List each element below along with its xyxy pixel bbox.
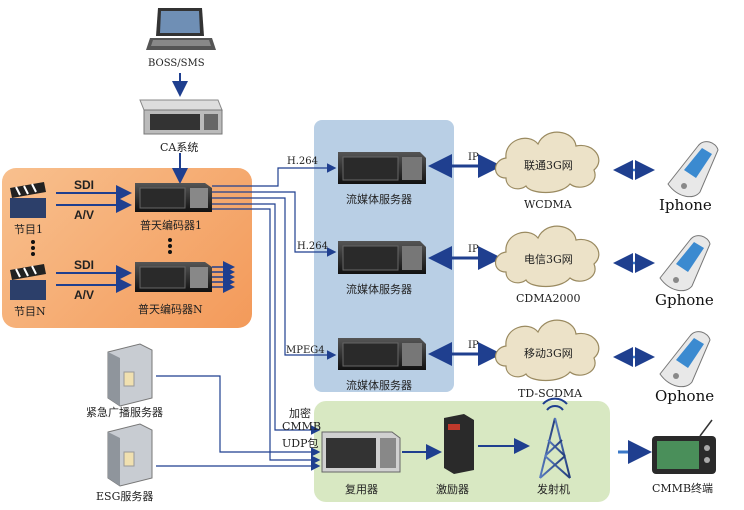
emergency-server-label: 紧急广播服务器 [86,406,163,419]
av-label-2: A/V [74,288,95,302]
phone-icon-1 [667,141,719,198]
mux-label: 复用器 [345,483,378,496]
boss-sms-label: BOSS/SMS [148,58,205,69]
ip-label-3: IP [468,340,479,351]
phone-label-1: Iphone [659,196,712,214]
phone-icon-3 [659,331,711,388]
phone-label-2: Gphone [655,291,714,309]
esg-server-label: ESG服务器 [96,490,154,503]
encoder1-label: 普天编码器1 [140,219,202,232]
ca-server-icon [139,99,223,135]
link-label-2: H.264 [297,241,328,252]
encoderN-label: 普天编码器N [138,303,203,316]
laptop-icon [146,8,216,50]
ca-system-label: CA系统 [160,141,199,154]
cmmb-terminal-label: CMMB终端 [652,482,714,495]
cloud-label-3: 移动3G网 [524,347,573,360]
streaming-server-icon-1 [338,152,426,184]
cmmb-line1: 加密 [289,407,311,420]
link-label-1: H.264 [287,156,318,167]
cmmb-line2: CMMB [282,420,322,433]
transmitter-label: 发射机 [537,483,570,496]
av-label-1: A/V [74,208,95,222]
clapperboard-icon-N [10,264,46,300]
cloud-icon-3 [494,319,600,382]
standard-label-3: TD-SCDMA [518,387,583,400]
cmmb-terminal-icon [652,419,716,474]
program1-label: 节目1 [14,223,43,236]
phone-icon-2 [659,235,711,292]
cloud-label-1: 联通3G网 [524,159,573,172]
esg-server-icon [107,423,153,487]
encoder1-icon [135,183,212,212]
streaming-server-label-2: 流媒体服务器 [346,283,412,296]
clapperboard-icon-1 [10,182,46,218]
ip-label-2: IP [468,244,479,255]
standard-label-1: WCDMA [524,198,572,211]
streaming-server-icon-2 [338,241,426,274]
sdi-label-2: SDI [74,258,95,272]
phone-label-3: Ophone [655,387,715,405]
programN-label: 节目N [14,305,46,318]
link-label-3: MPEG4 [286,345,325,356]
ip-label-1: IP [468,152,479,163]
exciter-label: 激励器 [436,483,469,496]
sdi-label-1: SDI [74,178,95,192]
cmmb-line3: UDP包 [282,437,319,450]
streaming-server-label-1: 流媒体服务器 [346,193,412,206]
streaming-server-icon-3 [338,338,426,370]
cloud-label-2: 电信3G网 [524,253,573,266]
emergency-server-icon [107,343,153,407]
cloud-icon-2 [494,225,600,288]
streaming-server-label-3: 流媒体服务器 [346,379,412,392]
cloud-icon-1 [494,131,600,194]
exciter-icon [444,414,474,474]
standard-label-2: CDMA2000 [516,292,581,305]
encoderN-icon [135,262,212,292]
multiplexer-icon [321,431,401,473]
transmitter-tower-icon [539,397,571,479]
